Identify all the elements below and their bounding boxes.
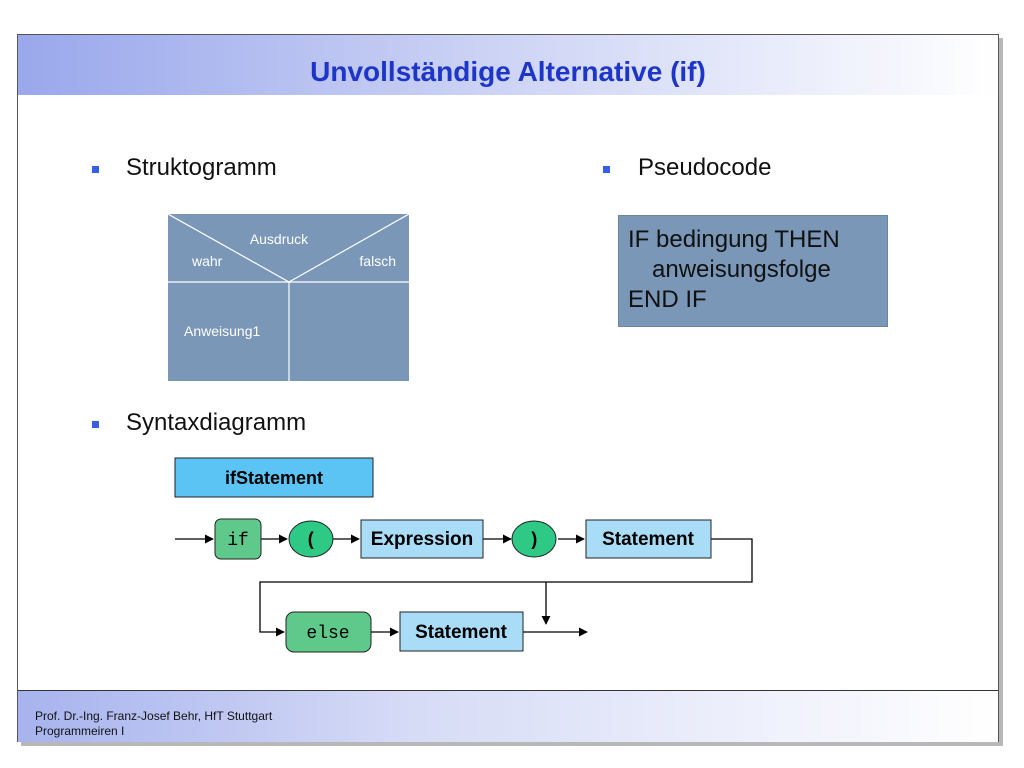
syntax-header-box <box>174 457 374 498</box>
struktogramm-diagram: Ausdruck wahr falsch Anweisung1 <box>168 214 409 381</box>
nonterminal-else-statement <box>399 611 524 652</box>
terminal-if-label: if <box>227 531 249 551</box>
terminal-else-label: else <box>306 624 349 644</box>
syntax-diagram: ifStatement if ( Expression ) Statement … <box>174 457 753 653</box>
syntax-header-label: ifStatement <box>225 468 323 488</box>
title-bar: Unvollständige Alternative (if) <box>18 35 998 95</box>
pseudocode-line-3: END IF <box>628 286 707 313</box>
terminal-else <box>285 611 372 653</box>
slide: Unvollständige Alternative (if) Struktog… <box>17 34 999 742</box>
pseudocode-line-1: IF bedingung THEN <box>628 226 840 253</box>
footer: Prof. Dr.-Ing. Franz-Josef Behr, HfT Stu… <box>18 690 998 742</box>
return-path <box>259 538 753 637</box>
bullet-syntaxdiagramm: Syntaxdiagramm <box>126 409 307 436</box>
nonterminal-statement-label: Statement <box>602 529 695 550</box>
false-label: falsch <box>359 253 396 269</box>
nonterminal-expression <box>360 519 484 559</box>
nonterminal-else-statement-label: Statement <box>415 622 508 643</box>
footer-author: Prof. Dr.-Ing. Franz-Josef Behr, HfT Stu… <box>35 709 273 723</box>
footer-course: Programmeiren I <box>35 724 125 738</box>
bullet-square-icon <box>92 421 99 428</box>
pseudocode-line-2: anweisungsfolge <box>652 256 831 283</box>
bullet-square-icon <box>603 166 610 173</box>
bullet-square-icon <box>92 166 99 173</box>
bullet-struktogramm: Struktogramm <box>126 154 277 181</box>
pseudocode-box: IF bedingung THEN anweisungsfolge END IF <box>618 215 888 327</box>
terminal-lparen-label: ( <box>306 531 317 551</box>
true-label: wahr <box>191 253 223 269</box>
true-block-label: Anweisung1 <box>184 323 260 339</box>
condition-label: Ausdruck <box>250 231 309 247</box>
terminal-lparen <box>288 520 334 558</box>
nonterminal-statement <box>585 519 712 559</box>
condition-diagonal-left <box>168 214 290 283</box>
bullet-pseudocode: Pseudocode <box>638 154 772 181</box>
terminal-rparen-label: ) <box>529 531 540 551</box>
terminal-if <box>214 518 262 560</box>
terminal-rparen <box>511 520 557 558</box>
condition-diagonal-right <box>288 214 409 283</box>
slide-title: Unvollständige Alternative (if) <box>310 56 706 87</box>
nonterminal-expression-label: Expression <box>371 529 473 550</box>
